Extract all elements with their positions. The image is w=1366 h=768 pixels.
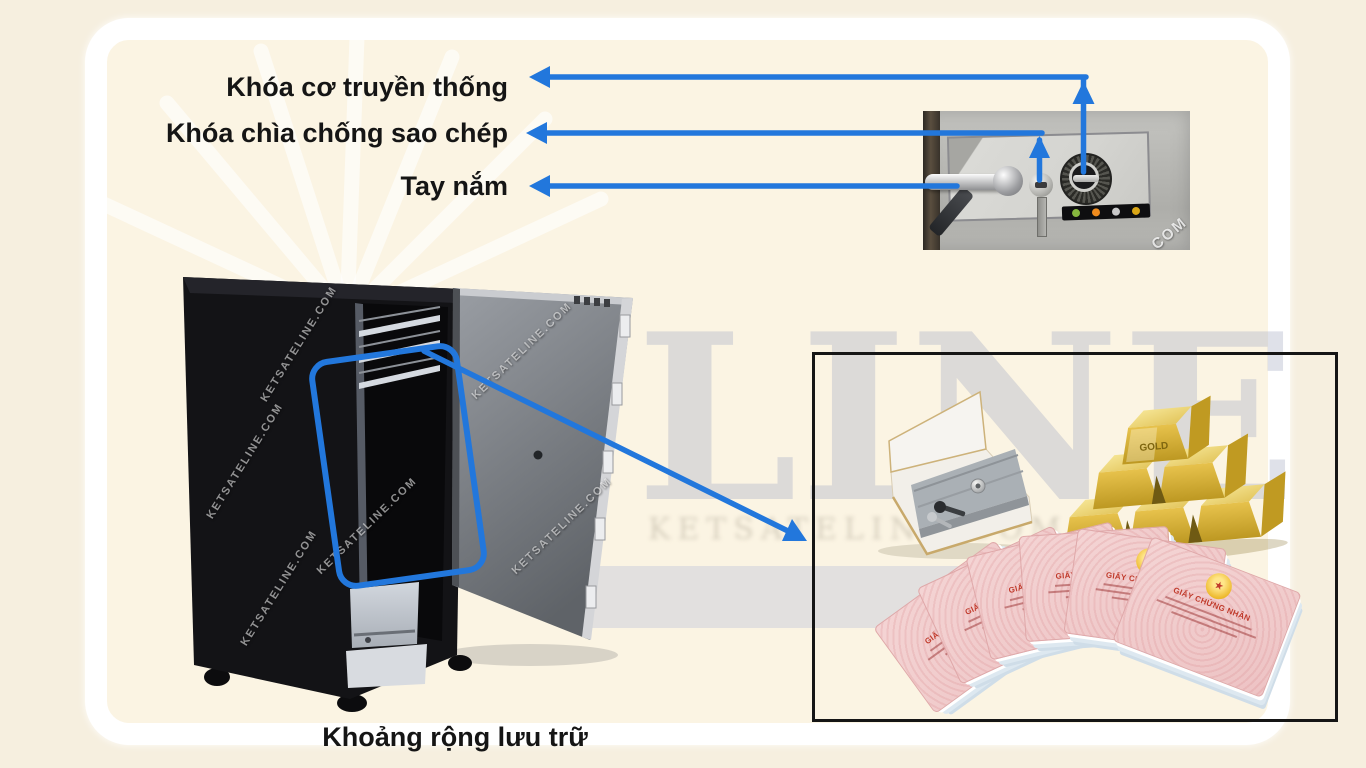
storage-highlight-rect xyxy=(306,340,490,592)
photo-watermark-fragment: COM xyxy=(1148,213,1191,254)
shelf-edge xyxy=(358,330,441,348)
indicator-dot-strip xyxy=(1061,203,1151,221)
key-lock xyxy=(1029,173,1053,197)
indicator-dot-gray xyxy=(1111,207,1121,216)
safe-foot xyxy=(204,668,230,686)
gold-engraving: GOLD xyxy=(1139,440,1169,453)
interior-wall-highlight xyxy=(355,303,368,625)
indicator-dot-orange xyxy=(1091,208,1101,217)
drawer-slot xyxy=(353,629,416,637)
inserted-key xyxy=(1037,197,1047,237)
door-vents xyxy=(574,296,610,307)
lock-panel-photo: COM xyxy=(923,111,1191,254)
valuables-box: GOLD ★ GIẤY CHỨNG NHẬN ★ GIẤY CHỨNG NHẬN… xyxy=(812,352,1338,722)
safe-sill xyxy=(346,644,427,688)
indicator-dot-green xyxy=(1071,208,1081,218)
door-shadow xyxy=(442,644,618,666)
book-safe xyxy=(878,390,1042,559)
combination-dial xyxy=(1060,153,1112,205)
safe-foot xyxy=(337,694,367,712)
keys xyxy=(927,501,966,529)
door-bolt-hole xyxy=(533,450,543,460)
shelf xyxy=(359,340,440,363)
drawer-keyhole xyxy=(365,637,371,643)
dial-handle-bar xyxy=(1073,175,1099,182)
label-handle: Tay nắm xyxy=(400,171,508,201)
safe-foot xyxy=(448,655,472,671)
indicator-dot-gold xyxy=(1131,206,1141,216)
label-anticopy-key: Khóa chìa chống sao chép xyxy=(165,118,508,148)
shelf xyxy=(359,365,440,389)
interior-drawer xyxy=(350,582,419,648)
handle-knob xyxy=(993,166,1023,196)
safe-top-face xyxy=(183,277,463,303)
label-mechanical-lock: Khóa cơ truyền thống xyxy=(226,72,508,102)
shelf xyxy=(359,315,440,337)
label-storage: Khoảng rộng lưu trữ xyxy=(322,722,588,752)
shelf-edge xyxy=(358,306,441,322)
